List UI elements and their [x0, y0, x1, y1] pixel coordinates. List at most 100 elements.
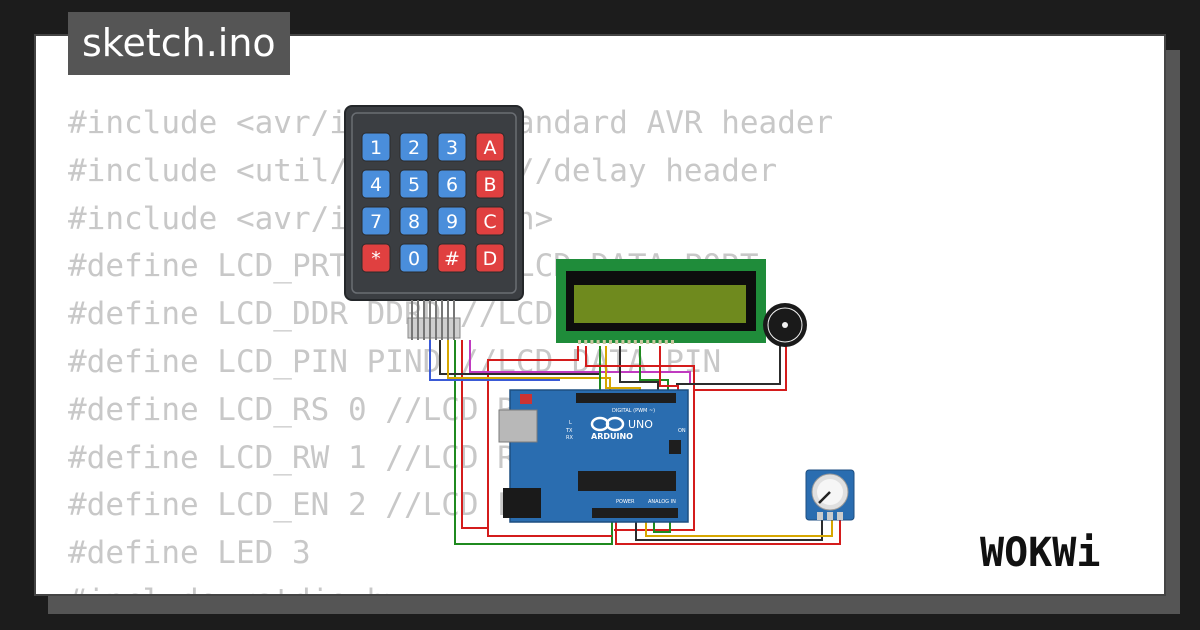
wire — [645, 520, 833, 537]
keypad-key-label: C — [483, 211, 496, 233]
arduino-model: UNO — [628, 418, 653, 431]
keypad-key-label: 6 — [446, 174, 458, 196]
keypad-keys[interactable]: 1 2 3 A 4 5 6 B 7 8 9 C * 0 # D — [361, 132, 505, 273]
lcd-pin — [590, 340, 594, 344]
lcd-pin — [584, 340, 588, 344]
keypad-key-label: 1 — [370, 137, 382, 159]
keypad-key[interactable]: 9 — [437, 206, 467, 236]
code-line: #define LED 3 — [68, 535, 311, 572]
keypad-key[interactable]: * — [361, 243, 391, 273]
wire — [676, 346, 781, 385]
keypad-key[interactable]: 2 — [399, 132, 429, 162]
keypad-key[interactable]: 6 — [437, 169, 467, 199]
arduino-brand: ARDUINO — [591, 432, 633, 441]
keypad-key[interactable]: 8 — [399, 206, 429, 236]
keypad-key-label: A — [484, 137, 497, 159]
wire — [585, 346, 695, 531]
keypad-4x4[interactable]: 1 2 3 A 4 5 6 B 7 8 9 C * 0 # D — [344, 105, 524, 340]
lcd-pin — [671, 340, 674, 344]
wire — [469, 340, 691, 384]
lcd-pin — [596, 340, 600, 344]
keypad-key-label: * — [371, 248, 381, 270]
lcd-pin — [615, 340, 619, 344]
lcd-pin — [621, 340, 625, 344]
wire — [487, 528, 612, 537]
keypad-key[interactable]: 1 — [361, 132, 391, 162]
lcd-screen — [574, 285, 746, 323]
tx-label: TX — [565, 428, 573, 434]
wire — [429, 340, 560, 381]
keypad-key[interactable]: 4 — [361, 169, 391, 199]
lcd-pin — [578, 340, 581, 344]
keypad-key-label: D — [483, 248, 498, 270]
code-line: #define LCD_RW 1 //LCD RW — [68, 439, 535, 476]
digital-header — [576, 393, 676, 403]
buzzer-icon[interactable] — [763, 303, 807, 347]
arduino-uno-board[interactable]: DIGITAL (PWM ~) POWER ANALOG IN L TX RX … — [498, 389, 689, 523]
keypad-key-label: 8 — [408, 211, 420, 233]
keypad-key-label: 7 — [370, 211, 382, 233]
code-line: #include <stdio.h> — [68, 578, 1158, 594]
wire — [635, 520, 823, 541]
keypad-key-label: 5 — [408, 174, 420, 196]
keypad-key[interactable]: A — [475, 132, 505, 162]
keypad-key[interactable]: B — [475, 169, 505, 199]
analog-label: ANALOG IN — [648, 499, 676, 505]
analog-header — [592, 508, 678, 518]
led-l-label: L — [569, 420, 572, 426]
lcd-1602[interactable] — [556, 259, 766, 344]
code-line: #define LCD_PIN PIND //LCD DATA PIN — [68, 343, 722, 380]
keypad-key-label: B — [483, 174, 496, 196]
file-tab-title[interactable]: sketch.ino — [68, 12, 290, 75]
wokwi-logo-text: WOKWi — [980, 530, 1100, 576]
keypad-key[interactable]: # — [437, 243, 467, 273]
code-line: #define LCD_RS 0 //LCD RS — [68, 391, 535, 428]
keypad-key[interactable]: C — [475, 206, 505, 236]
keypad-key-label: 2 — [408, 137, 420, 159]
keypad-connector — [407, 317, 461, 339]
wire — [605, 346, 641, 392]
keypad-key[interactable]: 3 — [437, 132, 467, 162]
lcd-pin-header — [578, 340, 674, 344]
wire — [454, 340, 613, 545]
lcd-pin — [609, 340, 612, 344]
keypad-key-label: 0 — [408, 248, 420, 270]
lcd-pin — [640, 340, 643, 344]
wire — [653, 520, 671, 533]
usb-port — [498, 409, 538, 443]
infinity-logo-icon — [590, 416, 625, 432]
keypad-key[interactable]: 0 — [399, 243, 429, 273]
lcd-pin — [652, 340, 656, 344]
lcd-pin — [664, 340, 668, 344]
rx-label: RX — [566, 435, 573, 441]
wokwi-logo: WOKWi — [980, 530, 1100, 576]
keypad-key-label: # — [444, 248, 460, 270]
wire — [461, 340, 579, 529]
wire — [659, 346, 679, 392]
atmega-chip — [578, 471, 676, 491]
wire — [615, 520, 841, 545]
reset-button — [520, 394, 532, 404]
wire — [694, 346, 787, 391]
lcd-pin — [602, 340, 606, 344]
keypad-key-label: 9 — [446, 211, 458, 233]
on-label: ON — [678, 428, 686, 434]
lcd-pin — [646, 340, 650, 344]
lcd-pin — [658, 340, 662, 344]
power-jack — [503, 488, 541, 518]
keypad-key[interactable]: D — [475, 243, 505, 273]
keypad-bezel — [351, 112, 517, 294]
wire — [447, 340, 611, 390]
wire — [619, 346, 659, 392]
digital-label: DIGITAL (PWM ~) — [612, 408, 655, 414]
wire — [439, 340, 601, 375]
lcd-pin — [633, 340, 637, 344]
keypad-key[interactable]: 7 — [361, 206, 391, 236]
keypad-key[interactable]: 5 — [399, 169, 429, 199]
potentiometer-icon[interactable] — [805, 469, 855, 521]
keypad-pins — [411, 300, 455, 340]
keypad-key-label: 4 — [370, 174, 382, 196]
lcd-pin — [627, 340, 631, 344]
keypad-key-label: 3 — [446, 137, 458, 159]
